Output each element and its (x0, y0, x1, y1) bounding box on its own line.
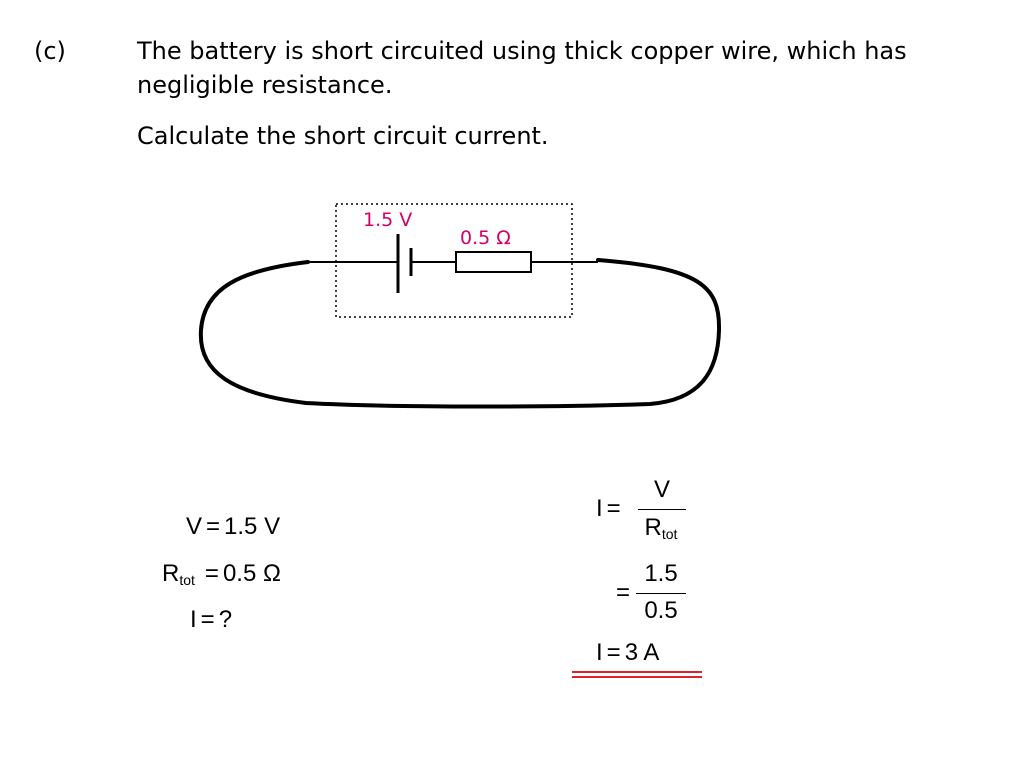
formula-denominator: Rtot (634, 514, 688, 548)
formula-equals: = (606, 495, 621, 522)
given-resistance: Rtot =0.5 Ω (162, 559, 281, 595)
formula-current-symbol: I (596, 495, 603, 522)
formula-denominator-subscript: tot (661, 526, 678, 542)
resistance-subscript: tot (179, 572, 195, 588)
internal-resistor (455, 251, 532, 273)
substitution-numerator: 1.5 (644, 560, 678, 587)
formula-denominator-symbol: R (644, 514, 662, 541)
formula-lhs: I= (596, 494, 625, 524)
current-symbol: I (190, 606, 197, 633)
answer-underline-top (572, 671, 702, 673)
substitution-fraction-bar (636, 593, 686, 594)
resistor-label: 0.5 Ω (460, 227, 511, 249)
current-equals: = (200, 606, 215, 633)
given-current: I=? (190, 605, 232, 635)
answer-value: 3 A (624, 639, 660, 666)
copper-wire-loop (198, 258, 722, 409)
question-text: The battery is short circuited using thi… (137, 37, 907, 99)
resistance-value: 0.5 Ω (222, 560, 281, 587)
voltage-equals: = (206, 513, 221, 540)
substitution-equals: = (616, 579, 631, 606)
current-value: ? (218, 606, 233, 633)
resistance-equals: = (204, 560, 219, 587)
answer-current-symbol: I (596, 639, 603, 666)
resistance-symbol: R (162, 560, 180, 587)
formula-fraction-bar (638, 509, 686, 510)
question-instruction: Calculate the short circuit current. (137, 122, 549, 150)
voltage-value: 1.5 V (224, 513, 281, 540)
voltage-symbol: V (186, 513, 203, 540)
battery-label: 1.5 V (363, 209, 412, 231)
formula-numerator: V (653, 476, 670, 503)
final-answer: I=3 A (596, 638, 659, 668)
given-voltage: V=1.5 V (186, 512, 280, 542)
substitution-denominator: 0.5 (644, 597, 678, 624)
answer-equals: = (606, 639, 621, 666)
cell-boundary (335, 203, 573, 318)
question-label: (c) (34, 37, 66, 65)
answer-underline-bottom (572, 676, 702, 678)
